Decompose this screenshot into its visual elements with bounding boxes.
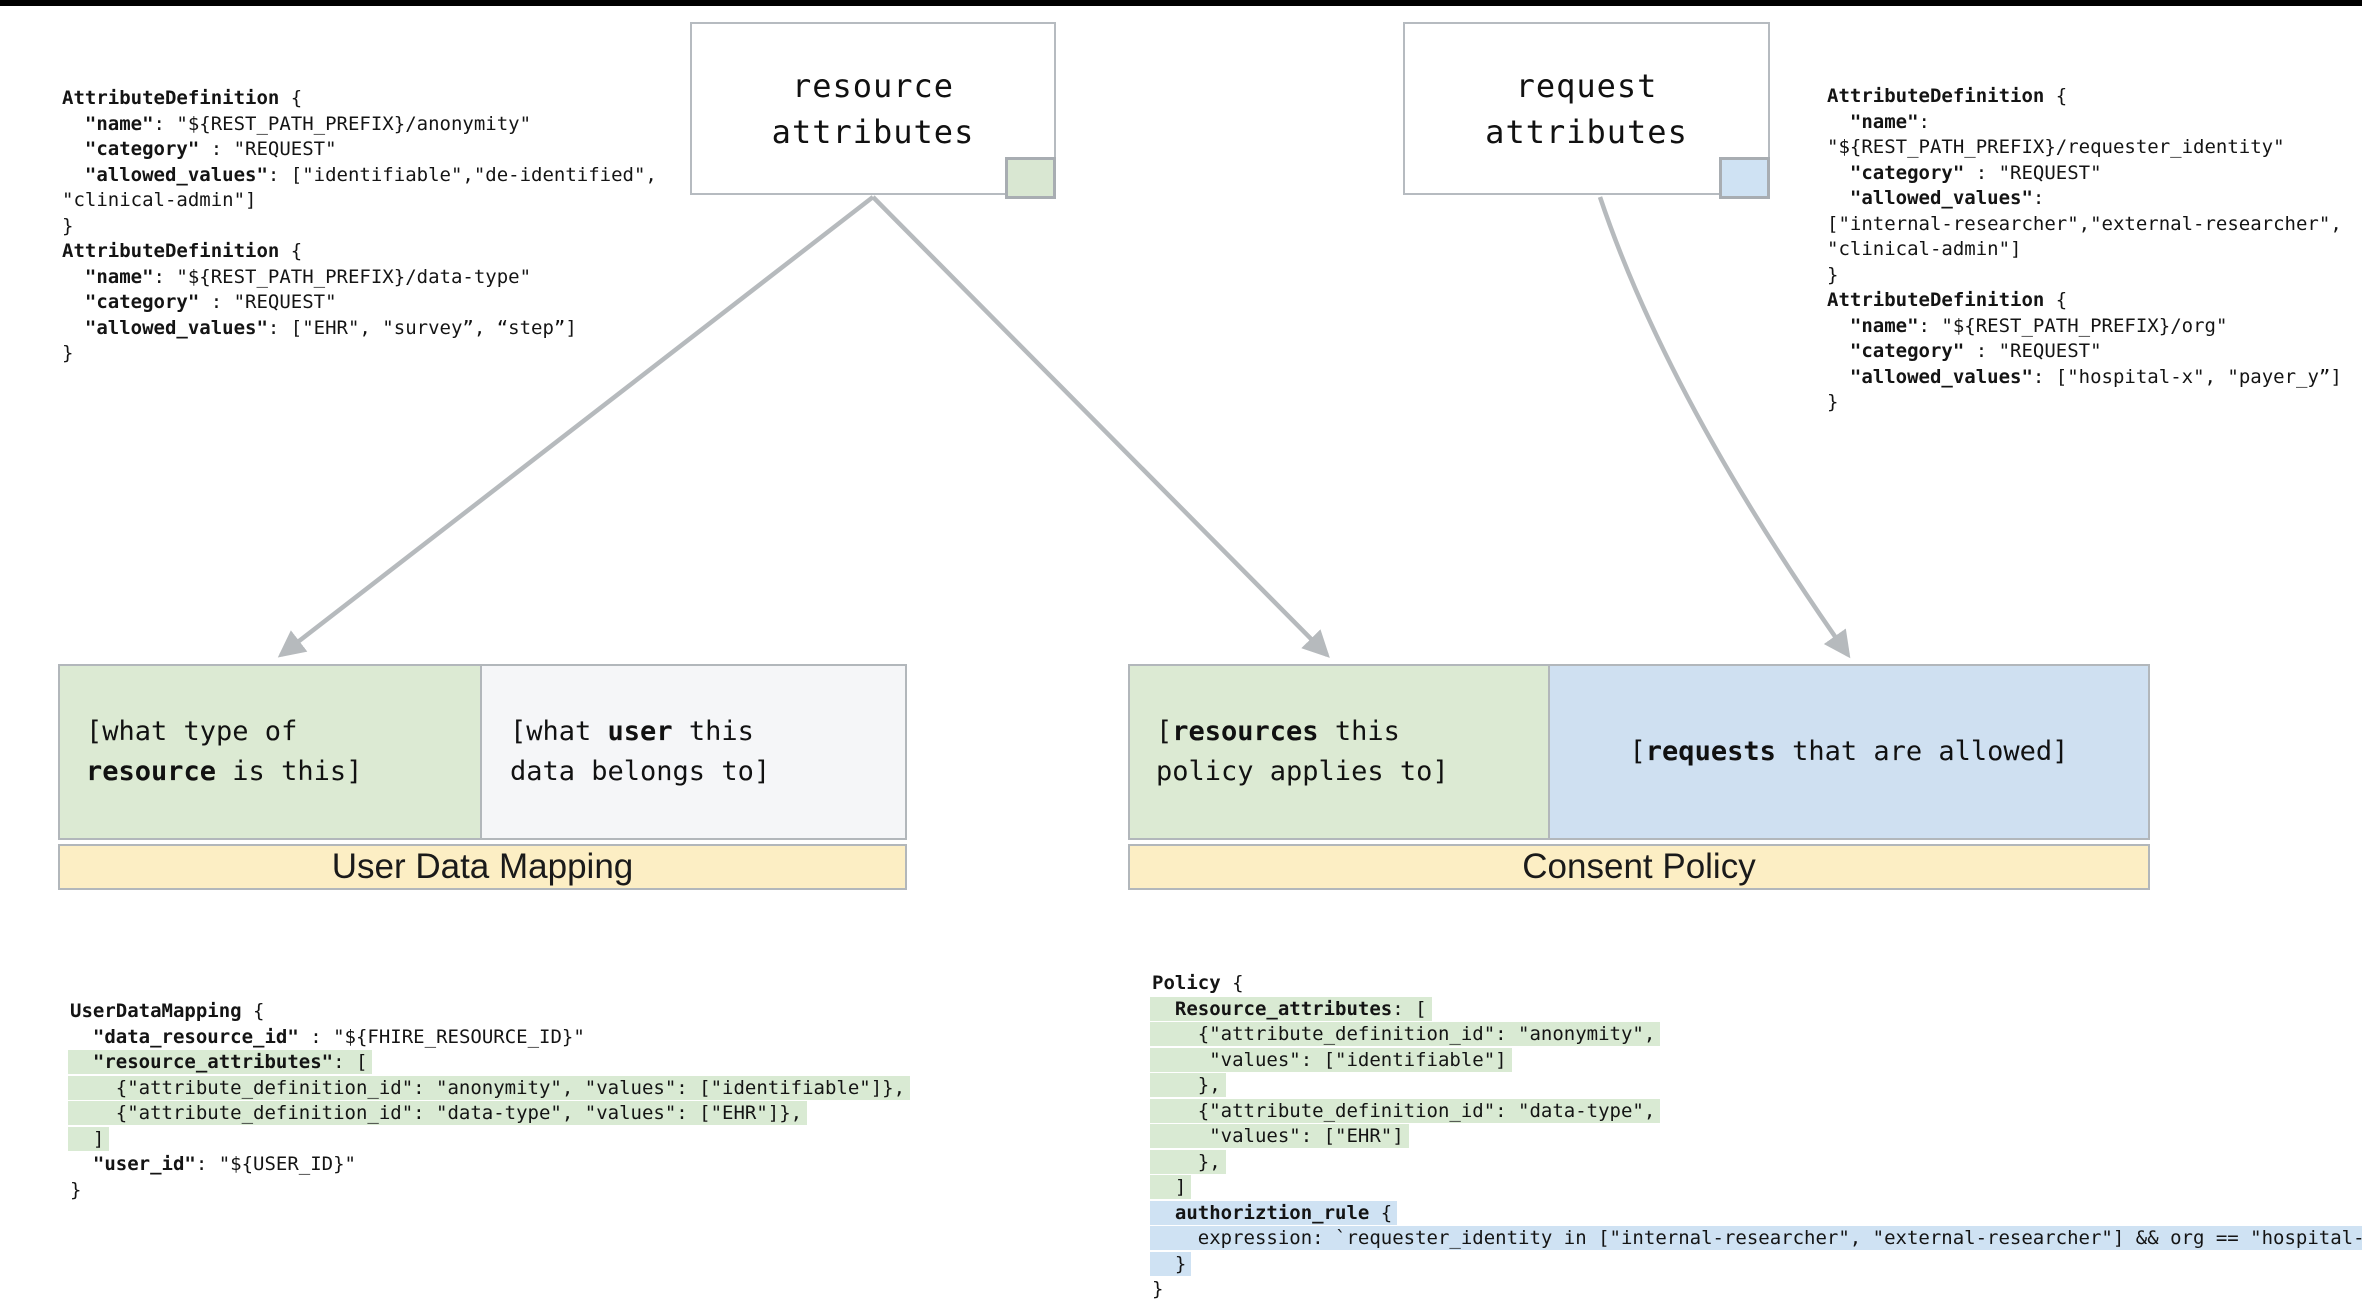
code-line: AttributeDefinition { bbox=[62, 240, 303, 262]
code-line: {"attribute_definition_id": "anonymity", bbox=[1150, 1022, 2362, 1048]
attribute-definitions-request-code: AttributeDefinition { "name": "${REST_PAT… bbox=[1827, 84, 2342, 416]
code-line: "name": "${REST_PATH_PREFIX}/anonymity" bbox=[84, 112, 532, 135]
consent-policy-title: Consent Policy bbox=[1128, 844, 2150, 890]
code-line: expression: `requester_identity in ["int… bbox=[1150, 1226, 2362, 1252]
code-line: } bbox=[62, 214, 74, 237]
code-line: "user_id": "${USER_ID}" bbox=[92, 1153, 356, 1175]
code-line: {"attribute_definition_id": "data-type", bbox=[1150, 1098, 2362, 1125]
code-line: AttributeDefinition { bbox=[1827, 85, 2068, 107]
code-line: } bbox=[62, 342, 74, 364]
code-line: "allowed_values": bbox=[1849, 187, 2045, 209]
code-line: "category" : "REQUEST" bbox=[1849, 161, 2102, 184]
code-line: "allowed_values": ["EHR", "survey”, “ste… bbox=[84, 316, 577, 339]
code-line: ] bbox=[68, 1126, 910, 1153]
code-line: } bbox=[70, 1178, 82, 1201]
arrow-resource-to-consent-policy bbox=[871, 195, 1330, 658]
code-line: ["internal-researcher","external-researc… bbox=[1827, 212, 2342, 235]
code-line: }, bbox=[1150, 1073, 2362, 1099]
code-line: }, bbox=[1150, 1149, 2362, 1176]
code-line: "category" : "REQUEST" bbox=[84, 138, 337, 160]
code-line: {"attribute_definition_id": "anonymity",… bbox=[68, 1075, 911, 1102]
code-line: "resource_attributes": [ bbox=[68, 1050, 910, 1076]
code-line: "name": "${REST_PATH_PREFIX}/org" bbox=[1849, 314, 2228, 337]
request-blue-color-tag bbox=[1719, 157, 1770, 199]
code-line: "category" : "REQUEST" bbox=[1849, 340, 2102, 362]
code-line: Resource_attributes: [ bbox=[1150, 996, 2362, 1023]
code-line: "${REST_PATH_PREFIX}/requester_identity" bbox=[1827, 136, 2285, 158]
attribute-definitions-resource-code: AttributeDefinition { "name": "${REST_PA… bbox=[62, 86, 657, 367]
user-data-mapping-title: User Data Mapping bbox=[58, 844, 907, 890]
code-line: "values": ["EHR"] bbox=[1150, 1124, 2362, 1150]
code-line: } bbox=[1827, 263, 1839, 286]
code-line: "name": "${REST_PATH_PREFIX}/data-type" bbox=[84, 265, 532, 288]
user-data-mapping-code: UserDataMapping { "data_resource_id" : "… bbox=[68, 999, 911, 1203]
code-line: AttributeDefinition { bbox=[1827, 289, 2068, 311]
code-line: "clinical-admin"] bbox=[1827, 238, 2022, 260]
policy-code: Policy { Resource_attributes: [ {"attrib… bbox=[1150, 971, 2362, 1303]
code-line: } bbox=[1152, 1278, 1164, 1300]
code-line: UserDataMapping { bbox=[70, 1000, 265, 1022]
code-line: "category" : "REQUEST" bbox=[84, 291, 337, 313]
code-line: "data_resource_id" : "${FHIRE_RESOURCE_I… bbox=[92, 1025, 585, 1048]
resource-green-color-tag bbox=[1005, 157, 1056, 199]
code-line: } bbox=[1827, 391, 1839, 413]
code-line: authoriztion_rule { bbox=[1150, 1200, 2362, 1227]
code-line: } bbox=[1150, 1251, 2362, 1278]
code-line: "name": bbox=[1849, 110, 1930, 133]
policy-requests-cell-text: [requests that are allowed] bbox=[1629, 736, 2069, 767]
code-line: "values": ["identifiable"] bbox=[1150, 1047, 2362, 1074]
code-line: "allowed_values": ["hospital-x", "payer_… bbox=[1849, 365, 2342, 388]
code-line: "clinical-admin"] bbox=[62, 189, 257, 211]
code-line: {"attribute_definition_id": "data-type",… bbox=[68, 1101, 910, 1127]
arrow-request-to-consent-policy bbox=[1597, 196, 1851, 659]
code-line: Policy { bbox=[1152, 972, 1244, 994]
code-line: AttributeDefinition { bbox=[62, 87, 303, 109]
policy-requests-cell: [requests that are allowed] bbox=[1548, 666, 2148, 838]
code-line: ] bbox=[1150, 1175, 2362, 1201]
code-line: "allowed_values": ["identifiable","de-id… bbox=[84, 163, 657, 186]
top-border bbox=[0, 0, 2362, 6]
